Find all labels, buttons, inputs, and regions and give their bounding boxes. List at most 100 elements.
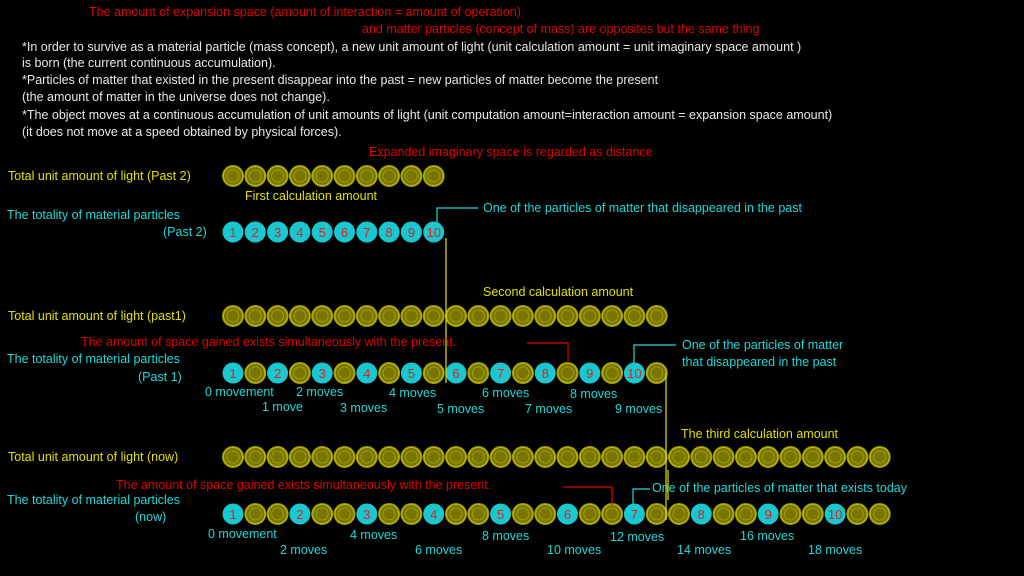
now-light-unit	[445, 446, 467, 468]
past2-light-unit	[333, 165, 356, 187]
past1-light-unit	[645, 362, 668, 384]
now-light-unit	[266, 503, 289, 525]
title-line-1: The amount of expansion space (amount of…	[89, 5, 521, 19]
svg-text:5: 5	[408, 366, 415, 381]
svg-text:7: 7	[497, 366, 504, 381]
now-light-unit	[712, 503, 735, 525]
past1-moves-label: 2 moves	[296, 385, 344, 399]
svg-text:3: 3	[319, 366, 326, 381]
svg-text:10: 10	[426, 225, 440, 240]
past2-matter-particle: 6	[334, 221, 355, 243]
past1-light-unit	[467, 305, 490, 327]
svg-text:10: 10	[627, 366, 641, 381]
past2-matter-particle: 5	[311, 221, 333, 243]
svg-text:9: 9	[408, 225, 415, 240]
past1-light-unit	[288, 362, 311, 384]
past2-light-unit	[311, 165, 334, 187]
now-light-unit	[556, 446, 579, 468]
svg-text:3: 3	[363, 507, 370, 522]
now-light-unit	[378, 503, 401, 525]
now-moves-label: 12 moves	[610, 530, 665, 544]
now-light-unit	[311, 446, 334, 468]
now-light-unit	[623, 446, 646, 468]
svg-text:5: 5	[497, 507, 504, 522]
past1-matter-particle: 9	[579, 362, 601, 384]
note-3b: (it does not move at a speed obtained by…	[22, 125, 342, 139]
past1-light-unit	[601, 362, 624, 384]
now-light-unit	[734, 446, 757, 468]
past1-matter-particle: 8	[534, 362, 556, 384]
svg-text:6: 6	[452, 366, 459, 381]
now-moves-label: 18 moves	[808, 543, 863, 557]
now-matter-particle: 10	[824, 503, 846, 525]
now-light-unit	[824, 446, 847, 468]
now-moves-label: 14 moves	[677, 543, 732, 557]
past1-light-unit	[244, 362, 267, 384]
past1-light-unit	[445, 305, 467, 327]
subtitle: Expanded imaginary space is regarded as …	[369, 145, 653, 159]
past1-space-note-line	[527, 342, 569, 363]
now-matter-particle: 2	[289, 503, 311, 525]
svg-text:1: 1	[229, 507, 236, 522]
past1-matter-particle: 7	[490, 362, 512, 384]
now-callout: One of the particles of matter that exis…	[652, 481, 907, 495]
now-light-unit	[244, 503, 267, 525]
past2-matter-particle: 3	[267, 221, 289, 243]
now-light-unit	[846, 503, 869, 525]
past1-light-unit	[288, 305, 311, 327]
now-matter-particle: 9	[757, 503, 779, 525]
past1-light-label: Total unit amount of light (past1)	[8, 309, 186, 323]
svg-text:10: 10	[828, 507, 842, 522]
title-line-2: and matter particles (concept of mass) a…	[362, 22, 760, 36]
now-light-unit	[288, 446, 311, 468]
now-light-unit	[445, 503, 467, 525]
past1-moves-label: 9 moves	[615, 402, 663, 416]
past1-matter-label: The totality of material particles	[7, 352, 180, 366]
past1-light-unit	[333, 362, 356, 384]
now-light-unit	[467, 446, 490, 468]
past1-light-unit	[623, 305, 646, 327]
svg-text:4: 4	[296, 225, 303, 240]
past1-light-unit	[311, 305, 334, 327]
now-light-unit	[222, 446, 244, 468]
svg-text:8: 8	[385, 225, 392, 240]
now-light-unit	[801, 503, 824, 525]
now-light-unit	[534, 503, 557, 525]
svg-text:9: 9	[765, 507, 772, 522]
past2-light-unit	[378, 165, 401, 187]
svg-text:8: 8	[542, 366, 549, 381]
past1-moves-label: 7 moves	[525, 402, 573, 416]
svg-text:2: 2	[252, 225, 259, 240]
now-light-label: Total unit amount of light (now)	[8, 450, 179, 464]
past1-space-note: The amount of space gained exists simult…	[81, 335, 457, 349]
now-moves-label: 16 moves	[740, 529, 795, 543]
now-matter-particle: 8	[690, 503, 712, 525]
past2-matter-particle: 4	[289, 221, 311, 243]
past2-matter-particle: 8	[378, 221, 400, 243]
past1-light-unit	[378, 305, 401, 327]
past2-matter-particle: 2	[244, 221, 266, 243]
note-2: *Particles of matter that existed in the…	[22, 73, 659, 87]
now-matter-particle: 3	[356, 503, 378, 525]
past1-light-unit	[266, 305, 289, 327]
past2-light-unit	[422, 165, 445, 187]
past1-light-unit	[378, 362, 401, 384]
now-light-unit	[422, 446, 445, 468]
now-space-note: The amount of space gained exists simult…	[116, 478, 492, 492]
past1-light-unit	[556, 305, 579, 327]
now-light-unit	[400, 503, 423, 525]
now-light-unit	[668, 503, 690, 525]
svg-text:7: 7	[363, 225, 370, 240]
svg-text:2: 2	[274, 366, 281, 381]
past1-moves-label: 5 moves	[437, 402, 485, 416]
now-light-unit	[601, 446, 624, 468]
now-moves-label: 6 moves	[415, 543, 463, 557]
now-light-unit	[690, 446, 713, 468]
past2-matter-label: The totality of material particles	[7, 208, 180, 222]
svg-text:8: 8	[698, 507, 705, 522]
past1-matter-label-sub: (Past 1)	[138, 370, 182, 384]
svg-text:9: 9	[586, 366, 593, 381]
past2-callout-line	[436, 207, 478, 222]
now-matter-particle: 7	[623, 503, 645, 525]
now-light-unit	[511, 446, 534, 468]
